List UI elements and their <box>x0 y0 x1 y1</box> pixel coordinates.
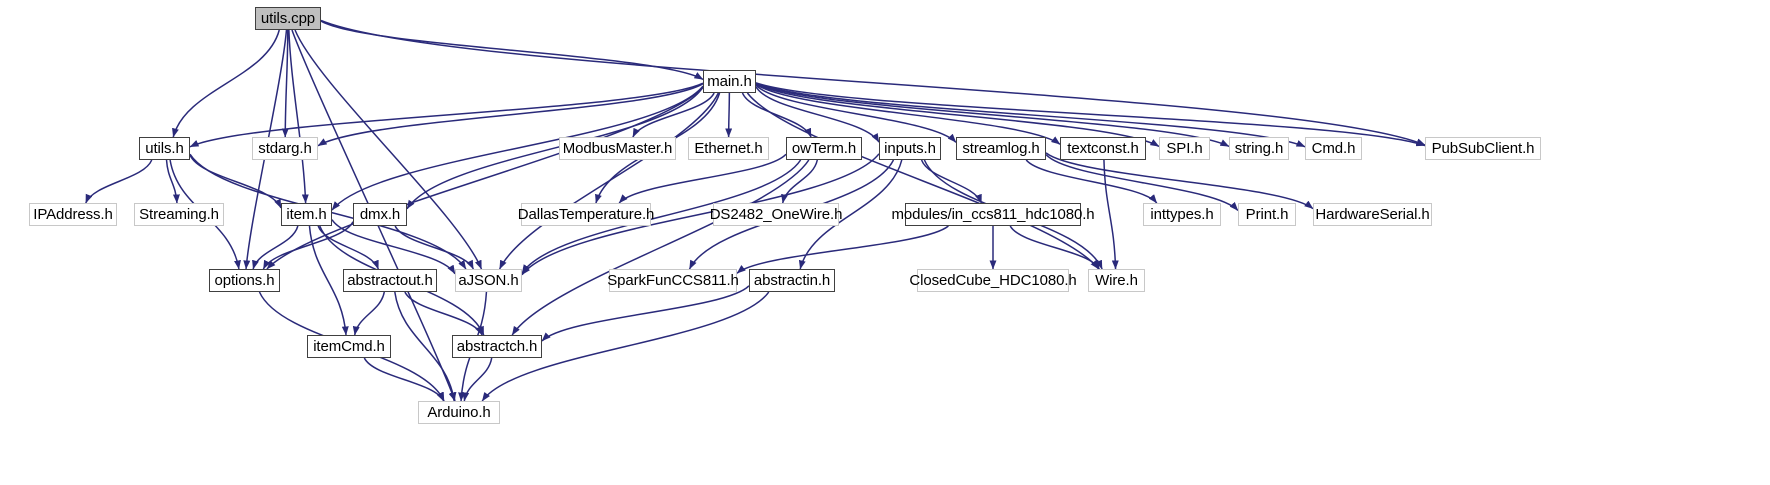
graph-edge <box>363 357 445 402</box>
graph-edge <box>331 85 704 211</box>
graph-edge <box>281 29 289 138</box>
graph-node-Ethernet-h[interactable]: Ethernet.h <box>688 137 769 160</box>
graph-node-Wire-h[interactable]: Wire.h <box>1088 269 1145 292</box>
graph-edge <box>320 20 704 81</box>
graph-edge <box>320 19 1426 146</box>
graph-edge <box>406 86 704 210</box>
graph-edge <box>481 291 770 402</box>
graph-node-Arduino-h[interactable]: Arduino.h <box>418 401 500 424</box>
graph-edge <box>755 82 1160 148</box>
graph-edge <box>165 159 180 204</box>
graph-edge <box>632 92 715 138</box>
graph-node-Print-h[interactable]: Print.h <box>1238 203 1296 226</box>
graph-node-HardwareSerial-h[interactable]: HardwareSerial.h <box>1313 203 1432 226</box>
graph-node-SparkFunCCS811-h[interactable]: SparkFunCCS811.h <box>607 269 739 292</box>
graph-edge <box>189 82 704 148</box>
graph-edge <box>462 357 493 402</box>
graph-node-itemCmd-h[interactable]: itemCmd.h <box>307 335 391 358</box>
graph-edge <box>521 153 880 276</box>
graph-node-ClosedCube-HDC1080-h[interactable]: ClosedCube_HDC1080.h <box>909 269 1077 292</box>
graph-edge <box>755 83 1061 145</box>
graph-node-modules-ccs[interactable]: modules/in_ccs811_hdc1080.h <box>892 203 1095 226</box>
graph-edge <box>781 159 819 204</box>
graph-edge <box>1025 159 1158 204</box>
graph-node-abstractin-h[interactable]: abstractin.h <box>749 269 835 292</box>
graph-node-abstractch-h[interactable]: abstractch.h <box>452 335 542 358</box>
graph-edge <box>755 82 1426 147</box>
graph-edge <box>1009 225 1100 270</box>
graph-node-streamlog-h[interactable]: streamlog.h <box>956 137 1046 160</box>
graph-node-stdarg-h[interactable]: stdarg.h <box>252 137 318 160</box>
graph-edge <box>85 159 153 204</box>
graph-node-utils-h[interactable]: utils.h <box>139 137 190 160</box>
graph-edge <box>725 92 733 138</box>
graph-edge <box>262 221 354 270</box>
graph-edge <box>521 159 802 274</box>
graph-node-string-h[interactable]: string.h <box>1229 137 1289 160</box>
graph-node-main-h[interactable]: main.h <box>703 70 756 93</box>
graph-edge <box>736 225 949 274</box>
graph-node-dmx-h[interactable]: dmx.h <box>353 203 407 226</box>
graph-node-options-h[interactable]: options.h <box>209 269 280 292</box>
graph-edge <box>266 86 704 270</box>
graph-node-textconst-h[interactable]: textconst.h <box>1060 137 1146 160</box>
graph-edge <box>541 285 750 342</box>
graph-edge <box>618 153 787 204</box>
graph-edge <box>511 159 810 336</box>
graph-edge <box>189 154 282 209</box>
graph-edge <box>755 82 1306 148</box>
graph-edge <box>404 291 483 336</box>
graph-edge <box>1103 159 1119 270</box>
graph-node-DallasTemperature-h[interactable]: DallasTemperature.h <box>518 203 654 226</box>
graph-edge <box>1045 154 1239 212</box>
graph-node-Streaming-h[interactable]: Streaming.h <box>134 203 224 226</box>
graph-edge <box>288 29 309 204</box>
graph-edge <box>755 84 957 143</box>
graph-node-owTerm-h[interactable]: owTerm.h <box>786 137 862 160</box>
graph-edge <box>920 159 983 204</box>
graph-node-IPAddress-h[interactable]: IPAddress.h <box>29 203 117 226</box>
graph-node-PubSubClient-h[interactable]: PubSubClient.h <box>1425 137 1541 160</box>
graph-edge <box>394 291 457 402</box>
graph-edge <box>798 159 903 270</box>
graph-edge <box>741 92 812 138</box>
graph-node-SPI-h[interactable]: SPI.h <box>1159 137 1210 160</box>
graph-node-abstractout-h[interactable]: abstractout.h <box>343 269 437 292</box>
graph-node-inttypes-h[interactable]: inttypes.h <box>1143 203 1221 226</box>
graph-edge <box>308 225 349 336</box>
graph-node-inputs-h[interactable]: inputs.h <box>879 137 941 160</box>
graph-node-item-h[interactable]: item.h <box>281 203 332 226</box>
graph-node-aJSON-h[interactable]: aJSON.h <box>455 269 522 292</box>
graph-node-DS2482-OneWire-h[interactable]: DS2482_OneWire.h <box>710 203 842 226</box>
graph-edge <box>755 86 880 143</box>
graph-edge <box>1045 152 1314 210</box>
graph-edge <box>352 291 386 336</box>
graph-edge <box>317 83 704 147</box>
graph-edge <box>755 82 1230 148</box>
graph-edge <box>746 92 1100 270</box>
graph-edge <box>172 29 280 138</box>
graph-edge <box>331 219 456 275</box>
graph-edge <box>294 29 483 270</box>
graph-edge <box>317 225 380 270</box>
graph-node-Cmd-h[interactable]: Cmd.h <box>1305 137 1362 160</box>
graph-edge <box>394 225 475 270</box>
graph-node-utils-cpp[interactable]: utils.cpp <box>255 7 321 30</box>
graph-edge <box>252 225 299 270</box>
graph-node-ModbusMaster-h[interactable]: ModbusMaster.h <box>559 137 676 160</box>
